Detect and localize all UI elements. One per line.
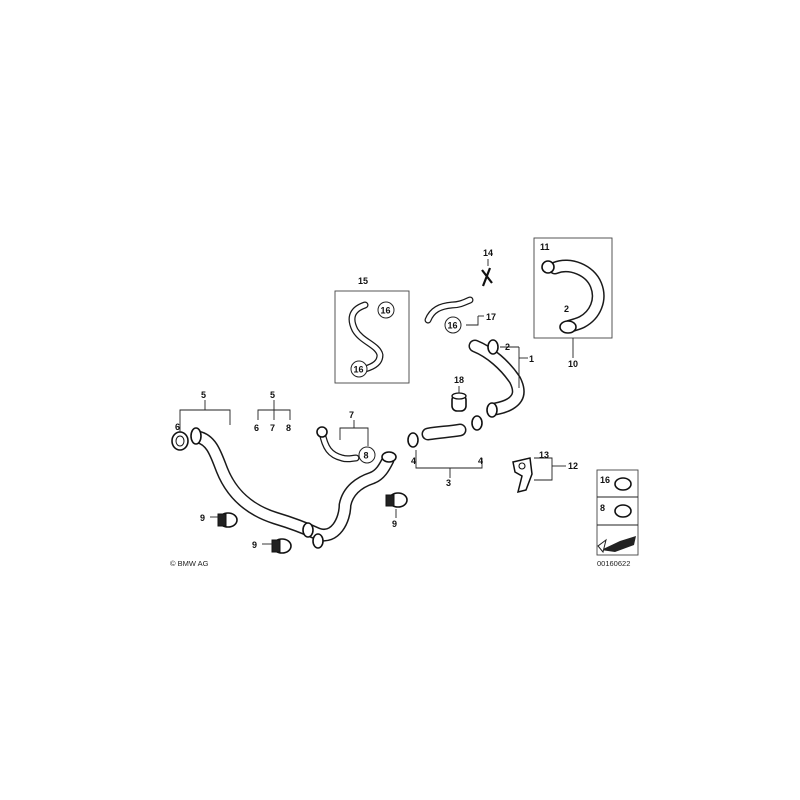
callout-6a: 6 xyxy=(175,422,180,432)
detail-box-10 xyxy=(533,237,613,339)
callout-10: 10 xyxy=(568,359,578,369)
callout-7a: 7 xyxy=(270,423,275,433)
bracket-9-b xyxy=(271,538,292,554)
callout-16d: 16 xyxy=(600,475,610,485)
callout-9c: 9 xyxy=(392,519,397,529)
callout-9b: 9 xyxy=(252,540,257,550)
hose-7 xyxy=(316,426,360,463)
hose-1 xyxy=(468,339,525,418)
leader-lines xyxy=(179,259,574,545)
legend-box xyxy=(596,469,639,556)
callout-4a: 4 xyxy=(411,456,416,466)
bracket-13 xyxy=(512,457,533,494)
bracket-9-a xyxy=(217,512,238,528)
callout-8a: 8 xyxy=(286,423,291,433)
callout-12: 12 xyxy=(568,461,578,471)
sleeve-18 xyxy=(451,392,467,412)
callout-5b: 5 xyxy=(270,390,275,400)
image-number: 00160622 xyxy=(597,559,630,568)
bracket-9-c xyxy=(385,492,408,508)
callout-17: 17 xyxy=(486,312,496,322)
callout-8b: 8 xyxy=(364,451,369,461)
callout-2a: 2 xyxy=(505,342,510,352)
callout-7b: 7 xyxy=(349,410,354,420)
callout-15: 15 xyxy=(358,276,368,286)
hose-17 xyxy=(424,296,474,324)
callout-18: 18 xyxy=(454,375,464,385)
callout-13: 13 xyxy=(539,450,549,460)
callout-14: 14 xyxy=(483,248,493,258)
callout-4b: 4 xyxy=(478,456,483,466)
callout-16c: 16 xyxy=(354,365,364,375)
hose-3 xyxy=(407,415,483,448)
hose-clamp-6 xyxy=(171,431,189,451)
callout-1: 1 xyxy=(529,354,534,364)
callout-3: 3 xyxy=(446,478,451,488)
callout-6b: 6 xyxy=(254,423,259,433)
detail-box-15 xyxy=(334,290,410,384)
copyright-text: © BMW AG xyxy=(170,559,209,568)
callout-16b: 16 xyxy=(381,306,391,316)
clip-14 xyxy=(481,267,493,287)
callout-labels: 5 6 5 6 7 8 9 9 7 8 9 4 4 3 18 2 1 14 17… xyxy=(175,242,610,550)
callout-16a: 16 xyxy=(448,321,458,331)
main-coolant-hose xyxy=(190,427,397,549)
callout-9a: 9 xyxy=(200,513,205,523)
callout-5a: 5 xyxy=(201,390,206,400)
callout-2b: 2 xyxy=(564,304,569,314)
callout-8c: 8 xyxy=(600,503,605,513)
callout-11: 11 xyxy=(540,242,550,252)
